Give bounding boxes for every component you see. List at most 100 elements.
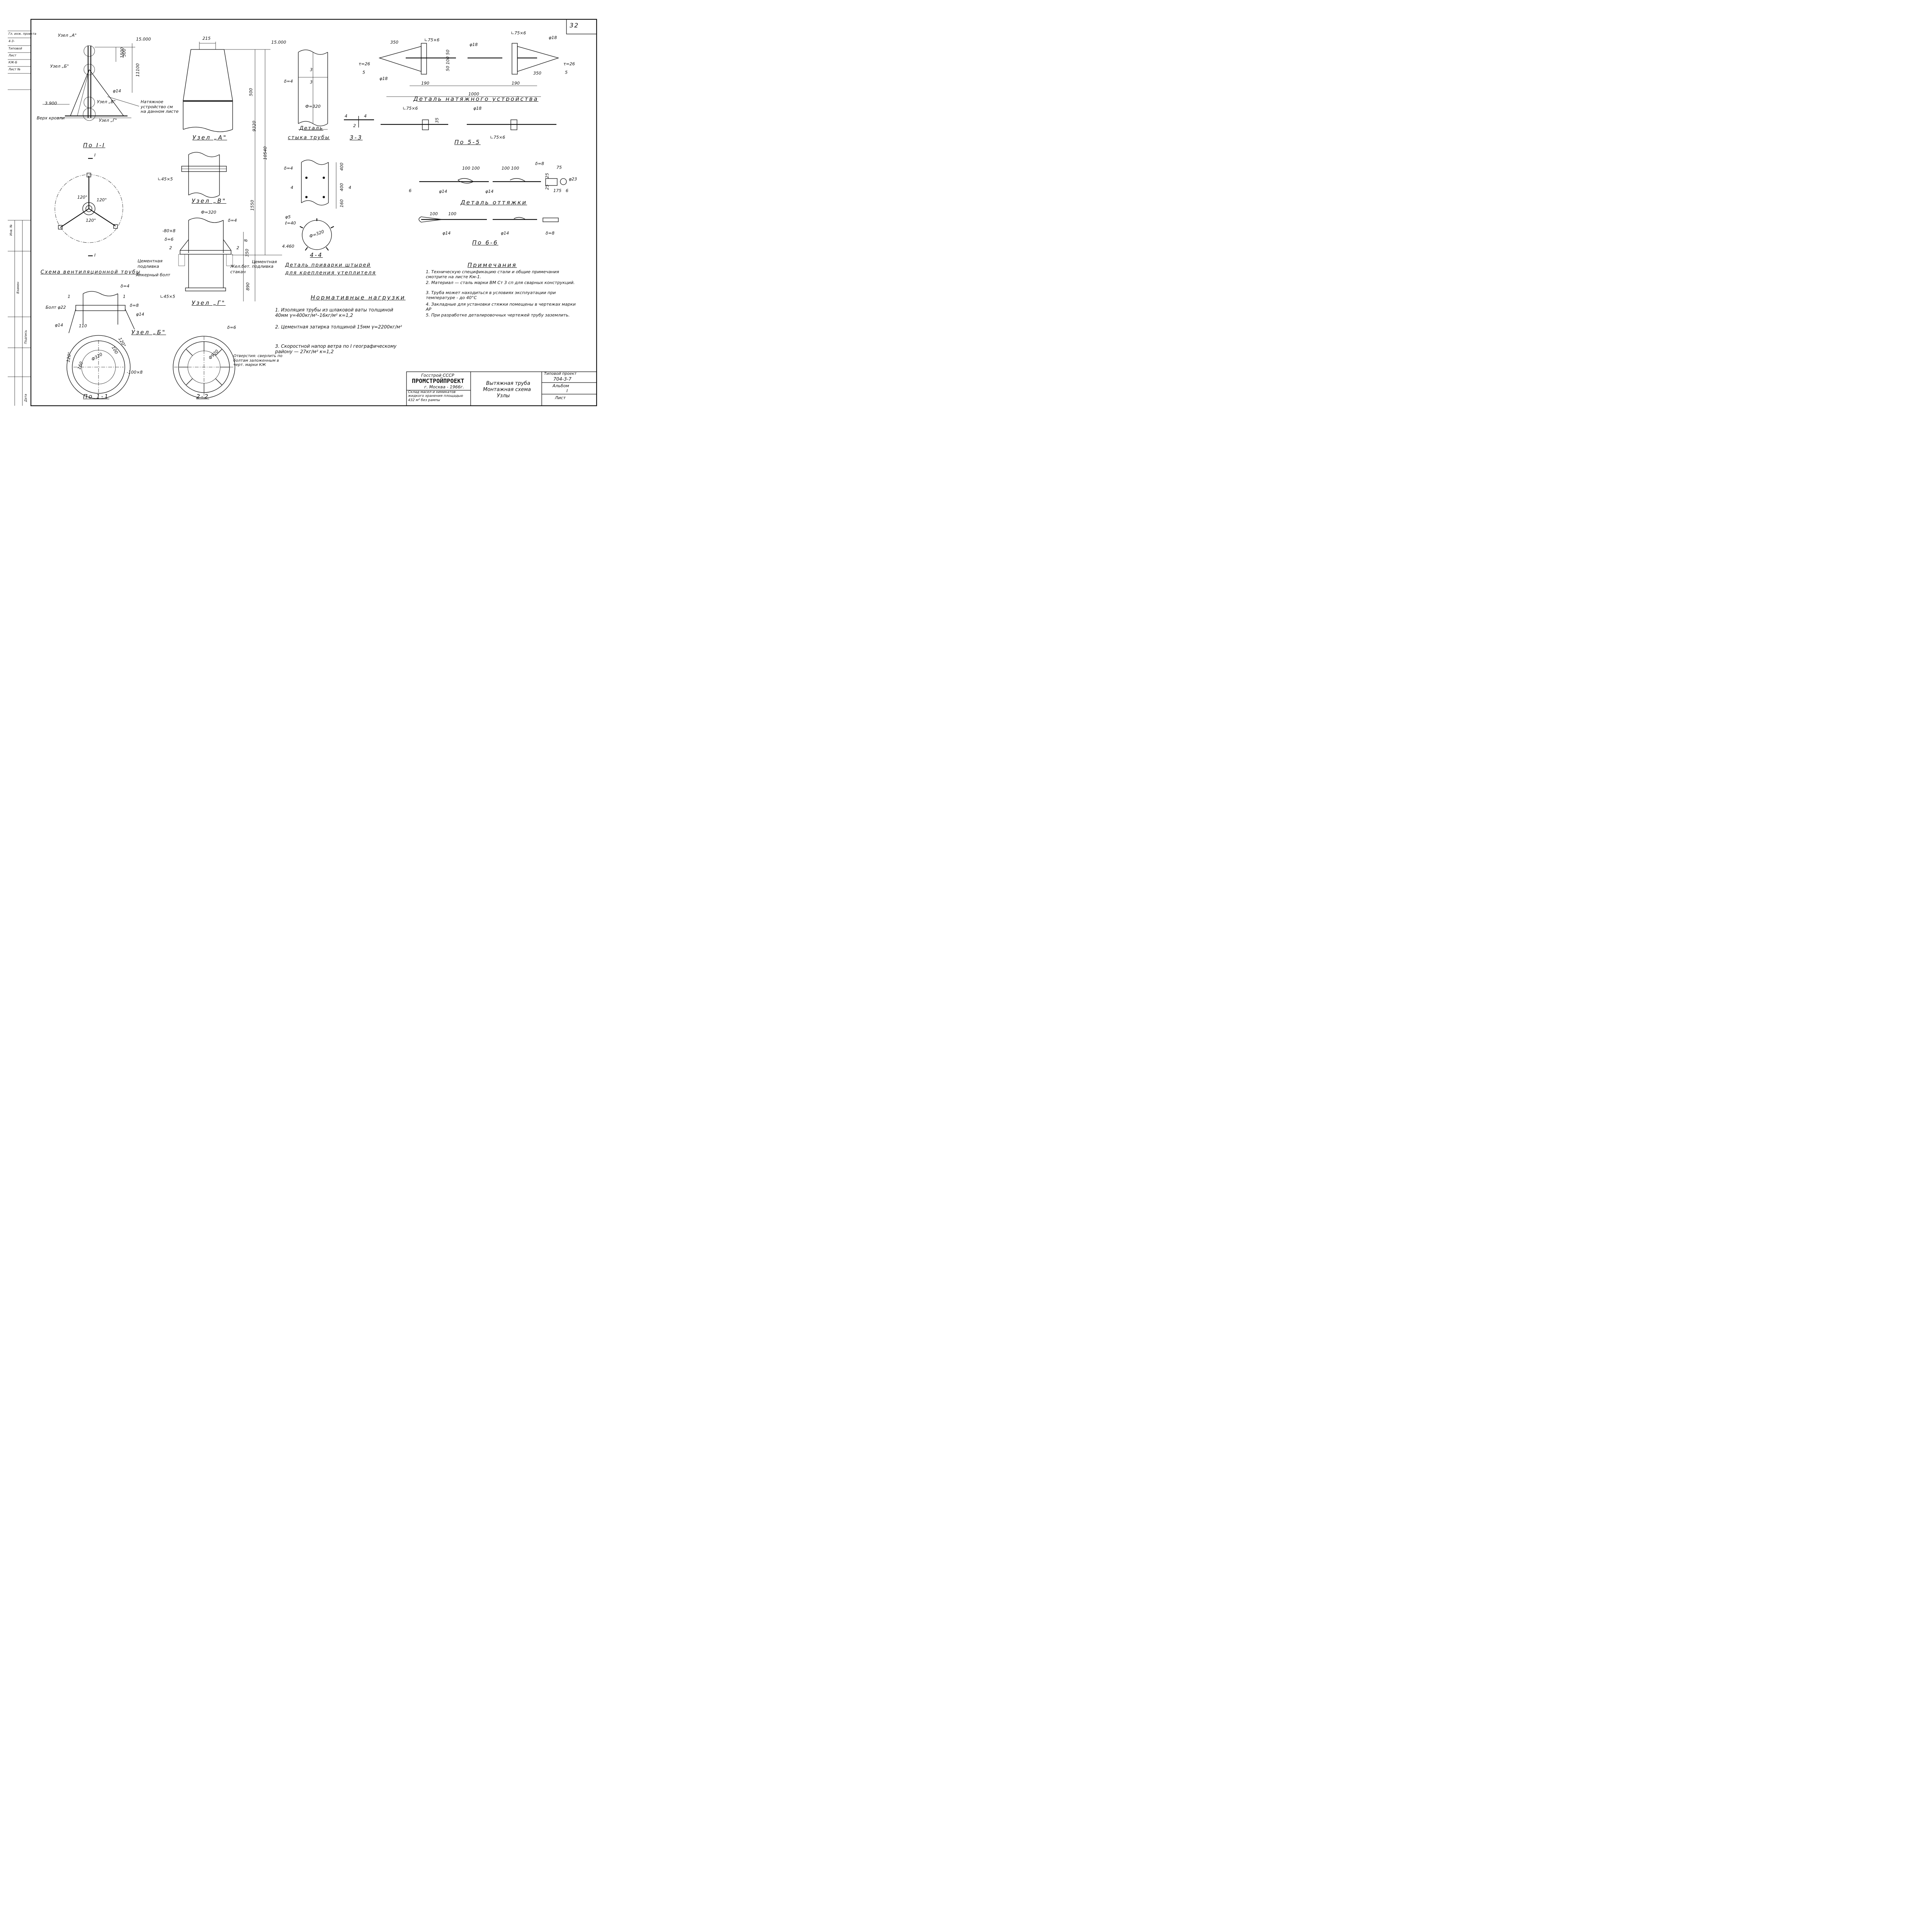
plan-i-drawing — [54, 158, 123, 257]
node-g-elev: 4.460 — [282, 244, 294, 249]
sec6-dim-100: 100 — [430, 211, 438, 216]
tb-album-number: I — [566, 388, 568, 393]
section-4-drawing — [299, 218, 334, 251]
guy-dim-25a: 25 — [544, 173, 550, 179]
node-g-cup-2: стакан — [230, 269, 246, 274]
node-b-cut-left: 1 — [68, 294, 70, 299]
tb-typ-number: 704-3-7 — [553, 376, 571, 382]
node-a-dim-10540: 10540 — [263, 146, 268, 160]
section-6-drawing — [418, 216, 559, 223]
plan-i-title: По I-I — [83, 142, 105, 149]
tb-city: г. Москва - 1966г. — [424, 384, 464, 390]
guy-dim-75: 75 — [556, 165, 562, 170]
plan2-holes-note: Отверстия: сверлить по болтам заложенным… — [233, 354, 282, 367]
plan2-title: 2-2 — [196, 393, 209, 400]
node-a-width: 215 — [202, 36, 211, 41]
node-b-drawing — [68, 291, 135, 333]
node-b-rod-right: φ14 — [136, 312, 145, 317]
scheme-rod: φ14 — [113, 88, 121, 94]
guy-dim-25b: 25 — [544, 184, 550, 190]
sec4-len: ℓ=40 — [285, 221, 296, 226]
node-b-title: Узел „Б" — [131, 329, 166, 336]
guy-detail-drawing — [419, 178, 567, 186]
node-g-grout-left-1: Цементная — [138, 259, 163, 264]
node-g-grout-left-2: подливка — [138, 264, 159, 269]
tension-rod-left: φ18 — [379, 76, 388, 81]
joint-title-2: стыка трубы — [288, 135, 330, 141]
tension-angle-left: ∟75×6 — [424, 37, 440, 43]
sec3-a: 4 — [345, 114, 347, 119]
sec6-plate: δ=8 — [546, 231, 554, 236]
note-5: 5. При разработке деталировочных чертеже… — [426, 313, 570, 318]
note-2: 2. Материал — сталь марки ВМ Ст 3 сп для… — [426, 280, 575, 285]
sec6-dim-100b: 100 — [448, 211, 456, 216]
tension-dim-350-right: 350 — [533, 71, 541, 76]
joint-diameter: Ф=320 — [305, 104, 321, 109]
stamp-5: Лист № — [9, 68, 21, 71]
notes-title: Примечания — [468, 262, 517, 269]
node-b-cut-right: 1 — [123, 294, 126, 299]
sec3-c: 2 — [353, 123, 356, 128]
tb-drawing-title-2: Монтажная схема — [483, 387, 531, 393]
node-g-title: Узел „Г" — [192, 299, 226, 306]
left-stamp-lines — [8, 31, 31, 406]
section-3-drawing — [344, 116, 374, 128]
section-5-drawing — [381, 119, 556, 130]
tb-project-desc: Склад масел и химикатов жидкого хранения… — [408, 390, 463, 402]
tension-dim-350-left: 350 — [390, 40, 398, 45]
node-a-title: Узел „А" — [192, 134, 227, 141]
stamp-8: Подпись — [24, 330, 27, 344]
sec4-title: 4-4 — [310, 252, 323, 259]
node-g-thickness: δ=4 — [228, 218, 237, 223]
joint-title-1: Деталь — [299, 126, 323, 131]
tension-title: Деталь натяжного устройства — [413, 95, 539, 102]
node-g-diameter: Ф=320 — [201, 210, 216, 215]
node-b-bolt: Болт φ22 — [46, 305, 66, 310]
node-g-plate: -80×8 — [162, 228, 176, 233]
scheme-roof: Верх кровли — [37, 116, 65, 121]
note-1: 1. Техническую спецификацию стали и общи… — [426, 269, 559, 279]
tension-dim-190-right: 190 — [512, 81, 520, 86]
node-g-angle: ∟45×5 — [160, 294, 175, 299]
tb-typ-label: Типовой проект — [544, 372, 577, 376]
node-a-drawing — [183, 42, 270, 301]
plan-2-drawing — [173, 336, 235, 398]
sec3-b: 4 — [364, 114, 367, 119]
plan-i-angle-2: 120° — [97, 197, 107, 202]
sec6-rod-1: φ14 — [442, 231, 451, 236]
tension-cut-right: 5 — [565, 70, 568, 75]
scheme-elev-roof: 3.900 — [45, 101, 57, 106]
sec5-title: По 5-5 — [454, 139, 481, 146]
drawing-sheet — [8, 19, 597, 407]
tb-drawing-title-1: Вытяжная труба — [486, 381, 531, 386]
node-b-plate: δ=8 — [130, 303, 139, 308]
tension-angle-right: ∟75×6 — [511, 31, 526, 36]
plan1-title: По 1-1 — [83, 393, 109, 400]
node-g-cup-1: Жел.бет. — [230, 264, 251, 269]
node-b-rod-left: φ14 — [55, 323, 63, 328]
node-g-grout-right-1: Цементная — [252, 259, 277, 264]
guy-rod-2: φ14 — [485, 189, 494, 194]
plan-i-cut-top: I — [94, 153, 96, 158]
stamp-3: Лист — [9, 54, 17, 57]
scheme-dim-500: 500 — [122, 48, 127, 57]
stamp-4: КЖ-Б — [9, 61, 17, 64]
ventilation-scheme-title: Схема вентиляционной трубы — [41, 269, 141, 275]
stamp-0: Гл. инж. проекта — [9, 32, 36, 36]
node-g-anchor: Анкерный болт — [136, 272, 170, 277]
node-g-dim-890: 890 — [245, 282, 251, 291]
stamp-1: 4-3- — [9, 39, 15, 43]
note-3: 3. Труба может находиться в условиях экс… — [426, 290, 556, 300]
node-g-dim-8: 8 — [243, 239, 249, 242]
pin-dim-400: 400 — [339, 162, 345, 171]
title-block-grid — [406, 371, 597, 406]
load-1: 1. Изоляция трубы из шлаковой ваты толщи… — [275, 307, 393, 318]
scheme-tension-note: Натяжное устройство см на данном листе — [141, 99, 179, 114]
pin-detail-drawing — [301, 160, 337, 209]
joint-weld-1: 3 — [310, 67, 313, 72]
sec5-rod: φ18 — [473, 106, 482, 111]
scheme-dim-11100: 11100 — [135, 63, 141, 77]
tension-plate-right: τ=26 — [563, 61, 575, 66]
sec5-dim-35: 35 — [434, 117, 440, 123]
scheme-node-a: Узел „А" — [58, 33, 77, 38]
